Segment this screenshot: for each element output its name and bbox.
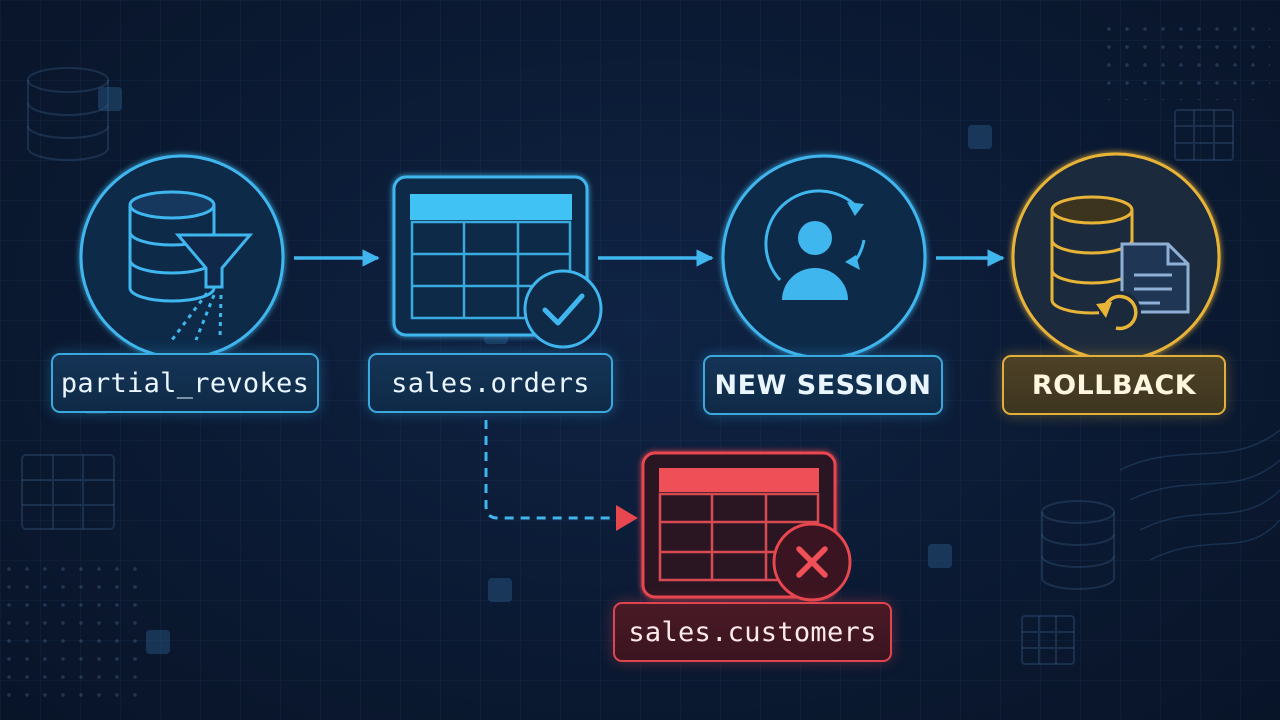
faint-table-icon	[1021, 615, 1075, 665]
label-rollback: ROLLBACK	[1002, 355, 1226, 415]
node-new-session-icon	[721, 154, 927, 360]
faint-table-icon	[1174, 109, 1234, 161]
background-dots-top-right	[1100, 20, 1270, 100]
node-sales-orders-icon	[392, 175, 603, 349]
node-partial-revokes-icon	[79, 154, 285, 360]
node-rollback-icon	[1011, 152, 1221, 362]
database-document-undo-icon	[1050, 195, 1190, 333]
background-dots-bottom-left	[0, 560, 150, 710]
node-sales-customers-icon	[641, 451, 852, 602]
faint-database-icon	[27, 67, 109, 161]
label-partial-revokes: partial_revokes	[51, 353, 319, 413]
label-sales-customers: sales.customers	[613, 602, 892, 662]
label-new-session: NEW SESSION	[703, 355, 943, 415]
label-sales-orders: sales.orders	[368, 353, 613, 413]
edge-sales-orders-to-sales-customers	[484, 420, 634, 520]
table-check-icon	[410, 194, 603, 349]
user-refresh-icon	[764, 189, 866, 300]
table-error-icon	[658, 468, 852, 602]
faint-table-icon	[21, 454, 115, 530]
faint-database-icon	[1041, 500, 1115, 590]
edge-arrowhead-red	[616, 505, 638, 531]
database-filter-icon	[128, 190, 254, 341]
